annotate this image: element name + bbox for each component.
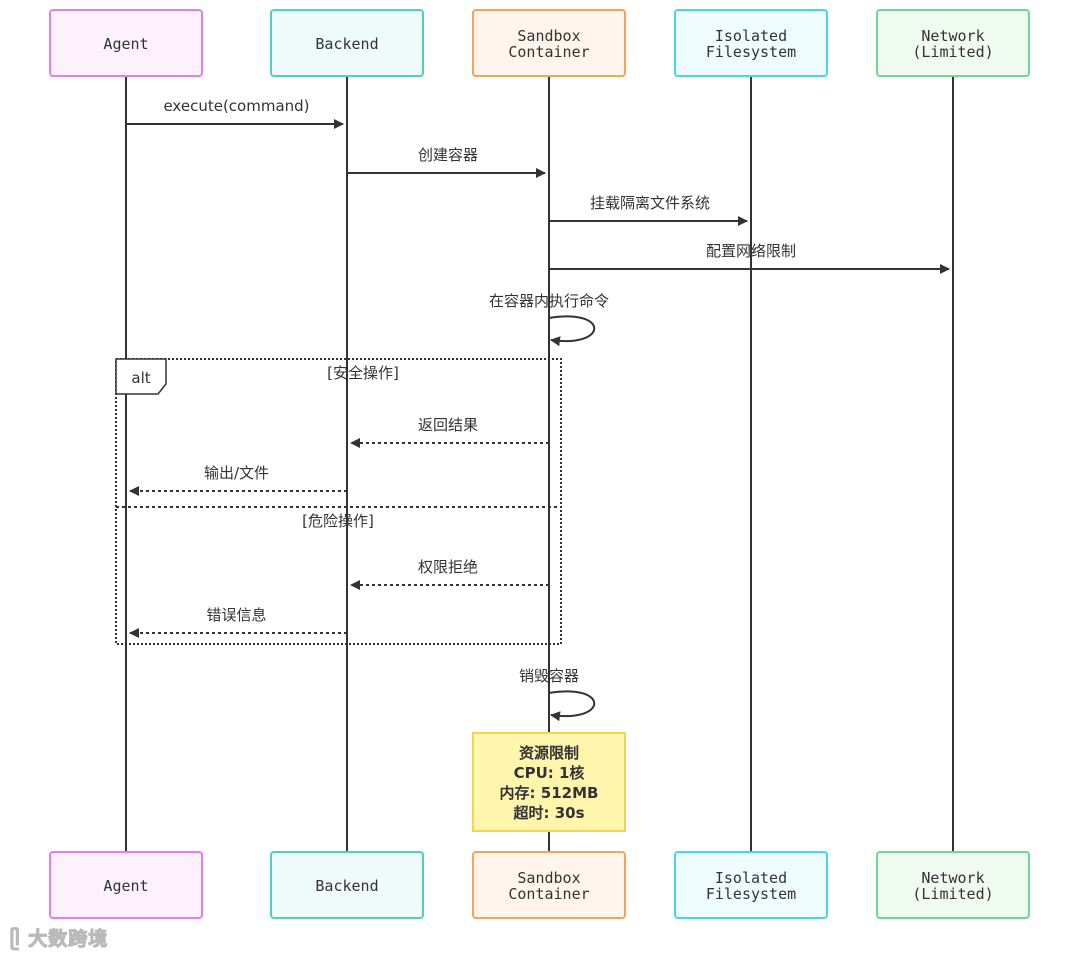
alt-label-tab — [115, 358, 167, 395]
participant-agent-top: Agent — [49, 9, 203, 77]
participant-net-top: Network(Limited) — [876, 9, 1030, 77]
participant-backend-top: Backend — [270, 9, 424, 77]
message-3: 挂载隔离文件系统 — [549, 194, 748, 226]
message-4: 配置网络限制 — [549, 242, 950, 274]
message-label: 销毁容器 — [519, 667, 579, 685]
message-label: 返回结果 — [418, 416, 478, 434]
note-line: CPU: 1核 — [514, 764, 585, 782]
message-label: 配置网络限制 — [706, 242, 796, 260]
note-line: 资源限制 — [519, 744, 579, 762]
message-label: 错误信息 — [206, 606, 266, 624]
alt-condition-2: [危险操作] — [302, 512, 374, 530]
participant-box — [49, 9, 203, 77]
watermark-logo: ᥫ 大数跨境 — [10, 924, 108, 951]
participant-label: Container — [508, 43, 589, 61]
lifelines-layer — [125, 76, 954, 852]
message-label: 挂载隔离文件系统 — [590, 194, 710, 212]
alt-block: alt [安全操作] [危险操作] — [115, 358, 562, 645]
participant-label: Backend — [315, 35, 378, 53]
participant-label: Filesystem — [706, 43, 796, 61]
message-7: 输出/文件 — [129, 464, 347, 496]
self-message-arrow — [548, 315, 596, 347]
participant-label: Network — [921, 27, 984, 45]
watermark-text: 大数跨境 — [28, 928, 109, 951]
self-message-arrow — [548, 690, 596, 722]
participant-label: Network — [921, 869, 984, 887]
participant-box — [270, 851, 424, 919]
participants-layer: AgentAgentBackendBackendSandboxContainer… — [49, 9, 1030, 919]
note-box — [472, 732, 626, 832]
message-label: 输出/文件 — [204, 464, 269, 482]
participant-box — [674, 9, 828, 77]
message-label: execute(command) — [163, 97, 309, 115]
participant-label: (Limited) — [912, 43, 993, 61]
participant-box — [674, 851, 828, 919]
message-1: execute(command) — [126, 97, 344, 129]
alt-condition-1: [安全操作] — [327, 364, 399, 382]
participant-label: Isolated — [715, 27, 787, 45]
messages-layer: execute(command) 创建容器挂载隔离文件系统配置网络限制在容器内执行… — [126, 97, 950, 722]
participant-label: Filesystem — [706, 885, 796, 903]
alt-keyword: alt — [131, 369, 150, 387]
message-8: 权限拒绝 — [350, 558, 549, 590]
message-6: 返回结果 — [350, 416, 549, 448]
participant-label: Backend — [315, 877, 378, 895]
participant-net-bottom: Network(Limited) — [876, 851, 1030, 919]
participant-label: Agent — [103, 877, 148, 895]
message-9: 错误信息 — [129, 606, 347, 638]
participant-box — [876, 851, 1030, 919]
message-label: 权限拒绝 — [418, 558, 478, 576]
participant-agent-bottom: Agent — [49, 851, 203, 919]
message-label: 创建容器 — [418, 146, 478, 164]
participant-label: Agent — [103, 35, 148, 53]
message-label: 在容器内执行命令 — [489, 292, 609, 310]
participant-box — [270, 9, 424, 77]
participant-box — [49, 851, 203, 919]
watermark-circle-icon: ᥫ — [10, 928, 21, 951]
participant-label: Sandbox — [517, 869, 580, 887]
message-10: 销毁容器 — [519, 667, 596, 722]
participant-backend-bottom: Backend — [270, 851, 424, 919]
message-2: 创建容器 — [347, 146, 546, 178]
participant-label: Sandbox — [517, 27, 580, 45]
participant-label: (Limited) — [912, 885, 993, 903]
participant-box — [472, 9, 626, 77]
participant-label: Isolated — [715, 869, 787, 887]
alt-frame — [115, 358, 562, 645]
note-line: 内存: 512MB — [500, 784, 599, 802]
note-line: 超时: 30s — [512, 804, 584, 822]
participant-box — [876, 9, 1030, 77]
participant-label: Container — [508, 885, 589, 903]
participant-box — [472, 851, 626, 919]
message-5: 在容器内执行命令 — [489, 292, 609, 347]
